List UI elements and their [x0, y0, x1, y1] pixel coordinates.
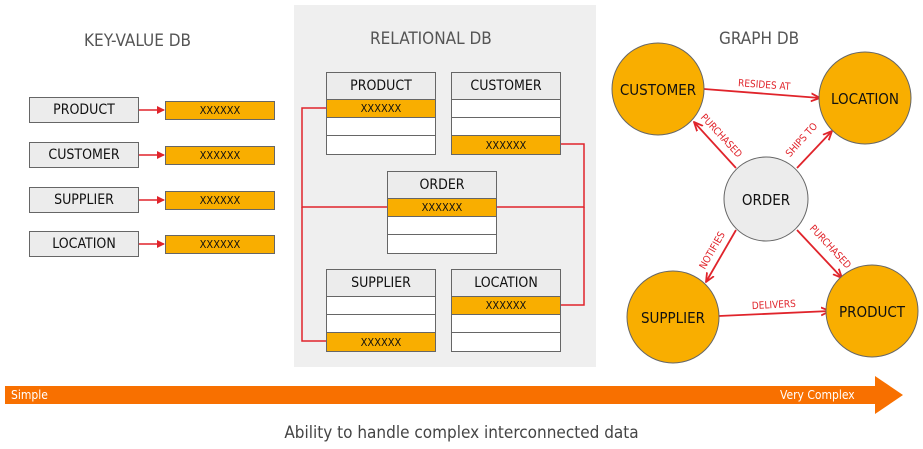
table-product-header: PRODUCT — [327, 73, 435, 100]
kv-value-product: XXXXXX — [165, 101, 275, 120]
table-row: XXXXXX — [327, 100, 435, 118]
edge-resides-at — [703, 88, 820, 98]
table-row — [327, 297, 435, 315]
key-value-title: KEY-VALUE DB — [84, 31, 192, 51]
edge-label-purchased-customer: PURCHASED — [698, 112, 744, 160]
node-product-label: PRODUCT — [839, 303, 906, 321]
kv-key-supplier: SUPPLIER — [29, 187, 139, 213]
link-customer-order — [496, 143, 585, 208]
table-row — [452, 333, 560, 351]
edge-delivers — [718, 311, 830, 317]
edge-purchased-customer — [694, 122, 737, 169]
table-location: LOCATION XXXXXX — [451, 269, 561, 352]
node-customer-label: CUSTOMER — [620, 81, 696, 99]
link-supplier-order — [301, 207, 326, 342]
table-product: PRODUCT XXXXXX — [326, 72, 436, 155]
node-location — [818, 51, 912, 145]
scale-left-label: Simple — [11, 388, 48, 402]
kv-key-location: LOCATION — [29, 231, 139, 257]
link-product-order — [301, 107, 387, 208]
table-row: XXXXXX — [452, 136, 560, 154]
table-row — [452, 118, 560, 136]
node-supplier — [626, 270, 720, 364]
table-row — [452, 315, 560, 333]
graph-title: GRAPH DB — [719, 29, 800, 49]
table-order-header: ORDER — [388, 172, 496, 199]
table-customer-header: CUSTOMER — [452, 73, 560, 100]
kv-value-location: XXXXXX — [165, 235, 275, 254]
table-row — [327, 118, 435, 136]
table-row — [452, 100, 560, 118]
edge-label-resides-at: RESIDES AT — [738, 78, 791, 93]
link-location-order — [560, 207, 585, 306]
table-row: XXXXXX — [388, 199, 496, 217]
table-order: ORDER XXXXXX — [387, 171, 497, 254]
table-row: XXXXXX — [327, 333, 435, 351]
edge-label-ships-to: SHIPS TO — [784, 121, 820, 159]
table-supplier: SUPPLIER XXXXXX — [326, 269, 436, 352]
edge-ships-to — [796, 131, 832, 169]
scale-caption: Ability to handle complex interconnected… — [284, 423, 639, 443]
scale-right-label: Very Complex — [780, 388, 855, 402]
table-row — [388, 217, 496, 235]
kv-value-customer: XXXXXX — [165, 146, 275, 165]
relational-title: RELATIONAL DB — [370, 29, 492, 49]
node-customer — [611, 42, 705, 136]
edge-label-delivers: DELIVERS — [752, 299, 797, 312]
kv-arrows — [139, 106, 165, 248]
node-location-label: LOCATION — [831, 90, 899, 108]
table-location-header: LOCATION — [452, 270, 560, 297]
edge-purchased-product — [796, 229, 842, 278]
kv-key-customer: CUSTOMER — [29, 142, 139, 168]
node-supplier-label: SUPPLIER — [641, 309, 705, 327]
table-row: XXXXXX — [452, 297, 560, 315]
table-supplier-header: SUPPLIER — [327, 270, 435, 297]
complexity-scale-bar — [5, 386, 875, 404]
node-order-label: ORDER — [742, 191, 790, 209]
edge-notifies — [706, 229, 737, 282]
arrow-right-icon — [875, 376, 903, 414]
table-row — [388, 235, 496, 253]
node-product — [825, 264, 919, 358]
kv-key-product: PRODUCT — [29, 97, 139, 123]
table-row — [327, 315, 435, 333]
table-customer: CUSTOMER XXXXXX — [451, 72, 561, 155]
kv-value-supplier: XXXXXX — [165, 191, 275, 210]
node-order — [723, 156, 809, 242]
table-row — [327, 136, 435, 154]
